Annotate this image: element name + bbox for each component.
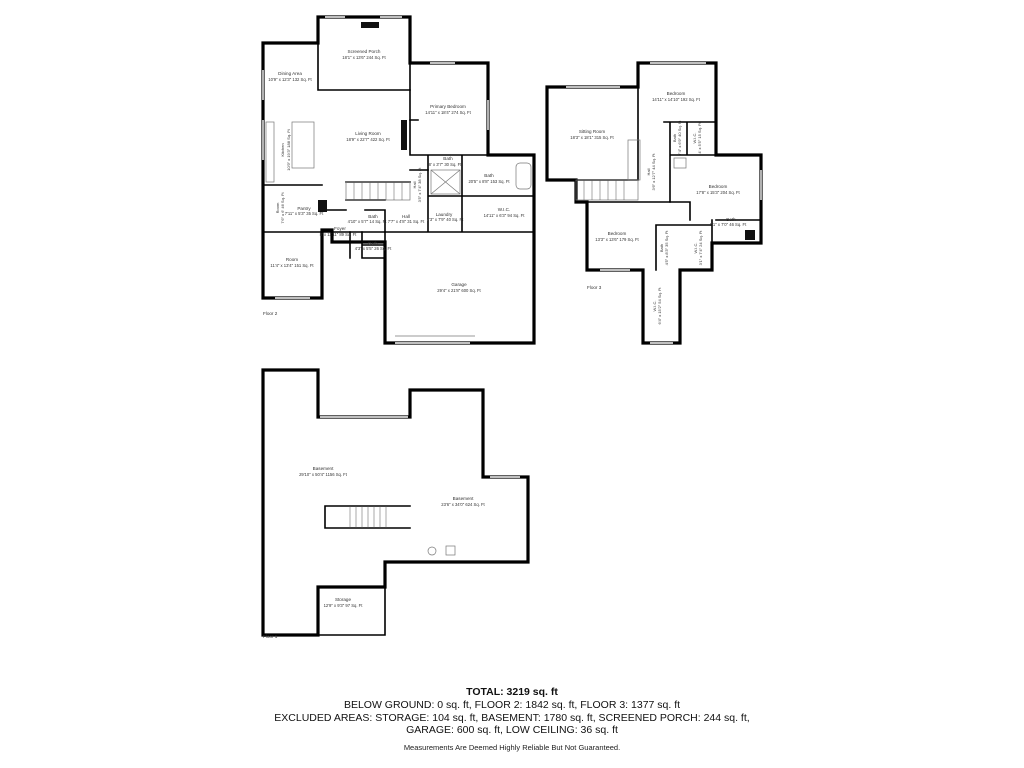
room-name: Laundry bbox=[436, 212, 453, 217]
room-dims: 18'9" x 22'7" 422 Sq. Ft bbox=[346, 137, 390, 142]
room-dims: 7'3" x 7'9" 40 Sq. Ft bbox=[427, 217, 464, 222]
room-dims: 10'9" x 12'3" 132 Sq. Ft bbox=[268, 77, 312, 82]
shower bbox=[673, 157, 687, 169]
room-dims: 29'4" x 21'8" 600 Sq. Ft bbox=[437, 288, 481, 293]
room-name: Bath bbox=[672, 134, 677, 142]
room-name: Bath bbox=[726, 217, 736, 222]
room-dims: 8' x 3'7" 30 Sq. Ft bbox=[429, 162, 462, 167]
floor-1-windows bbox=[320, 416, 520, 478]
summary-excluded: EXCLUDED AREAS: STORAGE: 104 sq. ft, BAS… bbox=[274, 711, 750, 724]
room-dims: 18'3" x 18'1" 315 Sq. Ft bbox=[570, 135, 614, 140]
room-name: Hall bbox=[412, 181, 417, 188]
room-dims: 8'1" x 7'0" 46 Sq. Ft bbox=[710, 222, 747, 227]
room-dims: 7'4" x 6'9" 40 Sq. Ft bbox=[677, 120, 682, 156]
furnace-icon bbox=[445, 545, 456, 556]
room-name: Dining Area bbox=[278, 71, 302, 76]
room-name: Bedroom bbox=[709, 184, 728, 189]
room-dims: 7'11" x 5'3" 35 Sq. Ft bbox=[285, 211, 324, 216]
floor-3-stairs bbox=[575, 139, 641, 201]
room-dims: 8' x 11'11" 89 Sq. Ft bbox=[320, 232, 358, 237]
room-dims: 18'1" x 13'6" 244 Sq. Ft bbox=[342, 55, 386, 60]
room-name: Bath bbox=[368, 241, 378, 246]
room-dims: 6'4" x 15'2" 54 Sq. Ft bbox=[657, 287, 662, 325]
floor-3-outline bbox=[545, 61, 763, 345]
room-dims: 13'3" x 13'6" 179 Sq. Ft bbox=[595, 237, 639, 242]
room-name: Bath bbox=[443, 156, 453, 161]
room-dims: 4'10" x 5'7" 14 Sq. Ft bbox=[348, 219, 388, 224]
total-area: TOTAL: 3219 sq. ft bbox=[466, 686, 558, 698]
room-name: W.I.C. bbox=[692, 133, 697, 144]
room-dims: 23'6" x 34'0" 624 Sq. Ft bbox=[441, 502, 485, 507]
room-name: Foyer bbox=[334, 226, 346, 231]
vent-block bbox=[745, 230, 755, 240]
room-dims: 7'6" x 6' 46 Sq. Ft bbox=[280, 192, 285, 224]
room-name: Hall bbox=[646, 168, 651, 175]
room-dims: 7'7" x 4'8" 31 Sq. Ft bbox=[388, 219, 425, 224]
room-name: Screened Porch bbox=[348, 49, 381, 54]
room-name: Primary Bedroom bbox=[430, 104, 466, 109]
room-dims: 14'11" x 14'10" 192 Sq. Ft bbox=[652, 97, 701, 102]
room-name: Basement bbox=[313, 466, 334, 471]
kitchen-island bbox=[291, 121, 315, 169]
water-heater-icon bbox=[427, 546, 437, 556]
bathtub bbox=[515, 162, 532, 190]
summary-floors: BELOW GROUND: 0 sq. ft, FLOOR 2: 1842 sq… bbox=[343, 699, 681, 711]
room-name: Basement bbox=[453, 496, 474, 501]
room-name: Garage bbox=[451, 282, 467, 287]
floor-2-stairs bbox=[345, 181, 411, 201]
room-dims: 4'5" x 8'3" 35 Sq. Ft bbox=[664, 230, 669, 266]
room-name: Kitchen bbox=[280, 143, 285, 156]
room-name: Storage bbox=[335, 597, 352, 602]
summary-excluded-cont: GARAGE: 600 sq. ft, LOW CEILING: 36 sq. … bbox=[406, 724, 618, 736]
room-dims: 3'1" x 7'4" 24 Sq. Ft bbox=[698, 230, 703, 266]
room-name: W.I.C. bbox=[652, 301, 657, 312]
room-dims: 14'11" x 6'3" 94 Sq. Ft bbox=[484, 213, 526, 218]
room-name: Living Room bbox=[355, 131, 381, 136]
floor-3-label: Floor 3 bbox=[587, 285, 602, 290]
floor-1-label: Floor 1 bbox=[263, 634, 278, 639]
floor-3-plan: Sitting Room 18'3" x 18'1" 315 Sq. Ft Be… bbox=[545, 61, 763, 345]
room-dims: 3'6" x 12'7" 44 Sq. Ft bbox=[651, 153, 656, 191]
fireplace-icon bbox=[401, 120, 407, 150]
floor-2-windows bbox=[262, 16, 489, 344]
column-block bbox=[318, 200, 327, 212]
kitchen-counter bbox=[265, 121, 275, 183]
room-name: Pantry bbox=[297, 206, 311, 211]
shower bbox=[430, 169, 461, 195]
room-name: Bath bbox=[659, 244, 664, 252]
room-name: Room bbox=[275, 202, 280, 213]
room-name: Bedroom bbox=[667, 91, 686, 96]
room-dims: 29'10" x 50'4" 1156 Sq. Ft bbox=[299, 472, 348, 477]
room-name: Bedroom bbox=[608, 231, 627, 236]
floor-1-plan: Basement 29'10" x 50'4" 1156 Sq. Ft Base… bbox=[261, 368, 530, 639]
room-name: W.I.C. bbox=[693, 243, 698, 254]
room-name: Bath bbox=[484, 173, 494, 178]
room-dims: 11'4" x 13'4" 151 Sq. Ft bbox=[270, 263, 314, 268]
floor-2-plan: Screened Porch 18'1" x 13'6" 244 Sq. Ft … bbox=[261, 15, 536, 345]
porch-fireplace-icon bbox=[361, 22, 379, 28]
disclaimer: Measurements Are Deemed Highly Reliable … bbox=[403, 742, 621, 752]
room-name: Sitting Room bbox=[579, 129, 605, 134]
room-dims: 14'11" x 18'4" 274 Sq. Ft bbox=[425, 110, 471, 115]
floor-1-outline bbox=[261, 368, 530, 637]
room-name: Bath bbox=[368, 214, 378, 219]
room-dims: 4' x 5'5" 15 Sq. Ft bbox=[697, 122, 702, 154]
floor-3-windows bbox=[566, 62, 762, 344]
room-dims: 10'9" x 19'3" 188 Sq. Ft bbox=[286, 128, 291, 170]
room-dims: 17'8" x 15'3" 204 Sq. Ft bbox=[696, 190, 740, 195]
room-dims: 20'5" x 8'8" 153 Sq. Ft bbox=[468, 179, 510, 184]
room-dims: 3'5" x 7'4" 38 Sq. Ft bbox=[417, 167, 422, 203]
room-dims: 4'3" x 5'5" 26 Sq. Ft bbox=[355, 246, 392, 251]
room-name: Hall bbox=[402, 214, 410, 219]
room-name: Room bbox=[286, 257, 298, 262]
area-summary: TOTAL: 3219 sq. ft BELOW GROUND: 0 sq. f… bbox=[0, 686, 1024, 752]
room-name: W.I.C. bbox=[498, 207, 511, 212]
room-dims: 12'9" x 9'3" 97 Sq. Ft bbox=[324, 603, 364, 608]
floor-1-stairs bbox=[324, 505, 411, 529]
floor-2-label: Floor 2 bbox=[263, 311, 278, 316]
